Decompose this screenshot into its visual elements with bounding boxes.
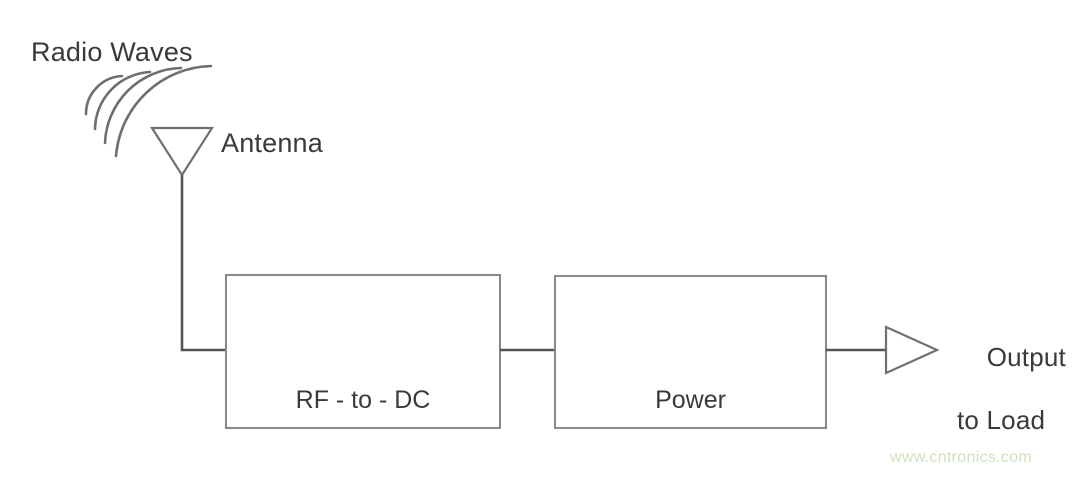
radio-wave-arcs-icon <box>84 64 213 158</box>
antenna-triangle-icon <box>149 126 215 178</box>
antenna-feed-line <box>180 175 226 352</box>
block-power-conditioning <box>553 274 828 430</box>
block-power-conditioning-text: Power Conditioning <box>555 316 826 478</box>
block-power-conditioning-line1: Power <box>655 385 726 414</box>
wave-arc-1 <box>84 74 124 116</box>
output-label-line1: Output <box>986 341 1066 372</box>
output-arrow-triangle-icon <box>884 325 940 375</box>
antenna-label: Antenna <box>221 128 323 158</box>
block-rf-to-dc <box>224 273 502 430</box>
radio-waves-label: Radio Waves <box>31 37 193 67</box>
wave-arc-3 <box>103 66 183 145</box>
output-to-load-label: Output to Load <box>957 310 1066 478</box>
wave-arc-2 <box>93 70 152 131</box>
wave-arc-4 <box>114 64 213 158</box>
block-rf-to-dc-text: RF - to - DC Conversion <box>226 316 500 478</box>
output-label-line2: to Load <box>957 405 1046 436</box>
watermark: www.cntronics.com <box>890 449 1033 466</box>
block-rf-to-dc-line1: RF - to - DC <box>295 385 431 414</box>
